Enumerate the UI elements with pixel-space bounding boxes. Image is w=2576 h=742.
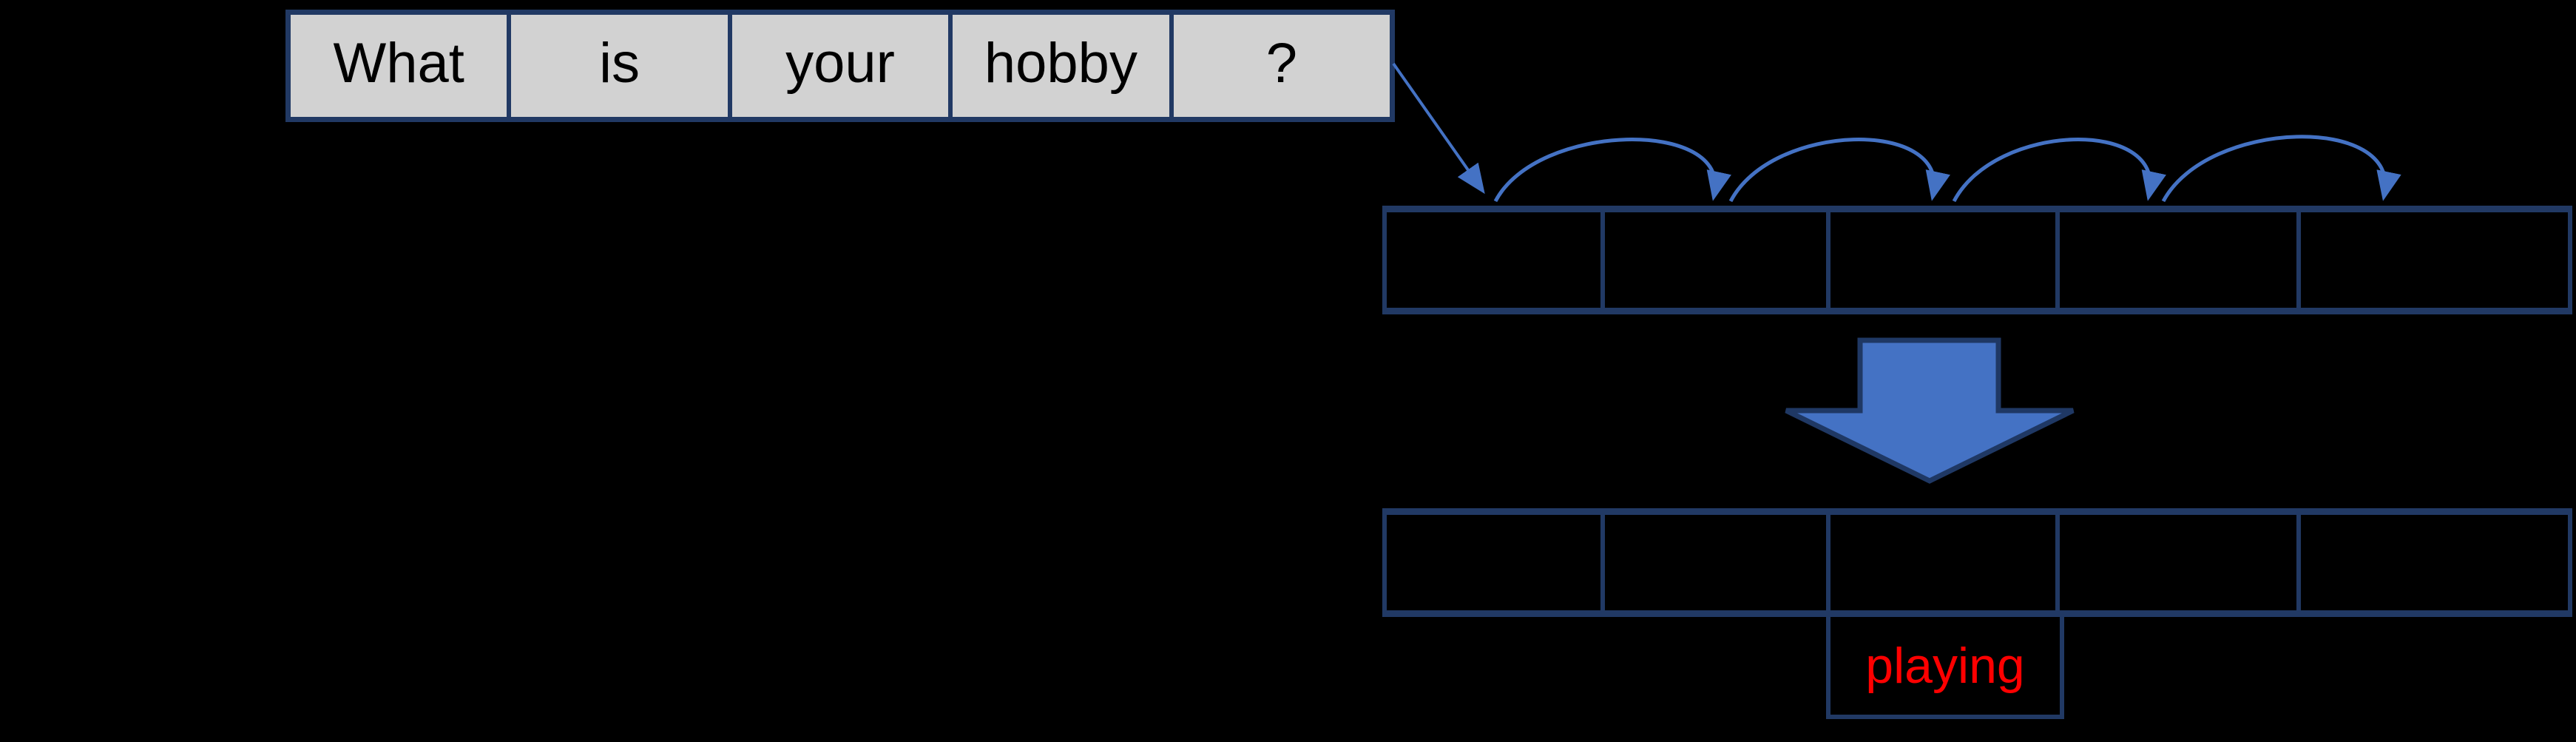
input-flow-arrow-icon (1392, 62, 1485, 195)
word-cell-your: your (732, 15, 953, 117)
output-cell: playing (1826, 617, 2064, 719)
block-down-arrow-icon (1785, 337, 2075, 484)
word-label: is (599, 32, 640, 95)
hop-arc-arrow-icon-4 (2161, 135, 2401, 203)
empty-cell (2301, 212, 2568, 308)
empty-cell (1830, 515, 2060, 610)
word-cell-what: What (291, 15, 512, 117)
hop-arc-arrow-icon-2 (1728, 138, 1950, 203)
empty-cell (1605, 212, 1830, 308)
word-label: hobby (984, 32, 1137, 95)
word-cell-is: is (511, 15, 732, 117)
empty-cell (2060, 212, 2301, 308)
word-label: your (785, 32, 895, 95)
word-label: ? (1265, 32, 1297, 95)
processing-row (1382, 206, 2572, 314)
sentence-row: What is your hobby ? (285, 10, 1395, 122)
empty-cell (1830, 212, 2060, 308)
empty-cell (1387, 515, 1605, 610)
empty-cell (1387, 212, 1605, 308)
empty-cell (2060, 515, 2301, 610)
empty-cell (2301, 515, 2568, 610)
result-row (1382, 508, 2572, 617)
predicted-word-label: playing (1865, 638, 2025, 694)
hop-arc-arrow-icon-3 (1952, 138, 2166, 203)
word-cell-hobby: hobby (953, 15, 1174, 117)
empty-cell (1605, 515, 1830, 610)
hop-arc-arrow-icon-1 (1493, 138, 1731, 203)
word-label: What (333, 32, 464, 95)
word-cell-question-mark: ? (1174, 15, 1390, 117)
